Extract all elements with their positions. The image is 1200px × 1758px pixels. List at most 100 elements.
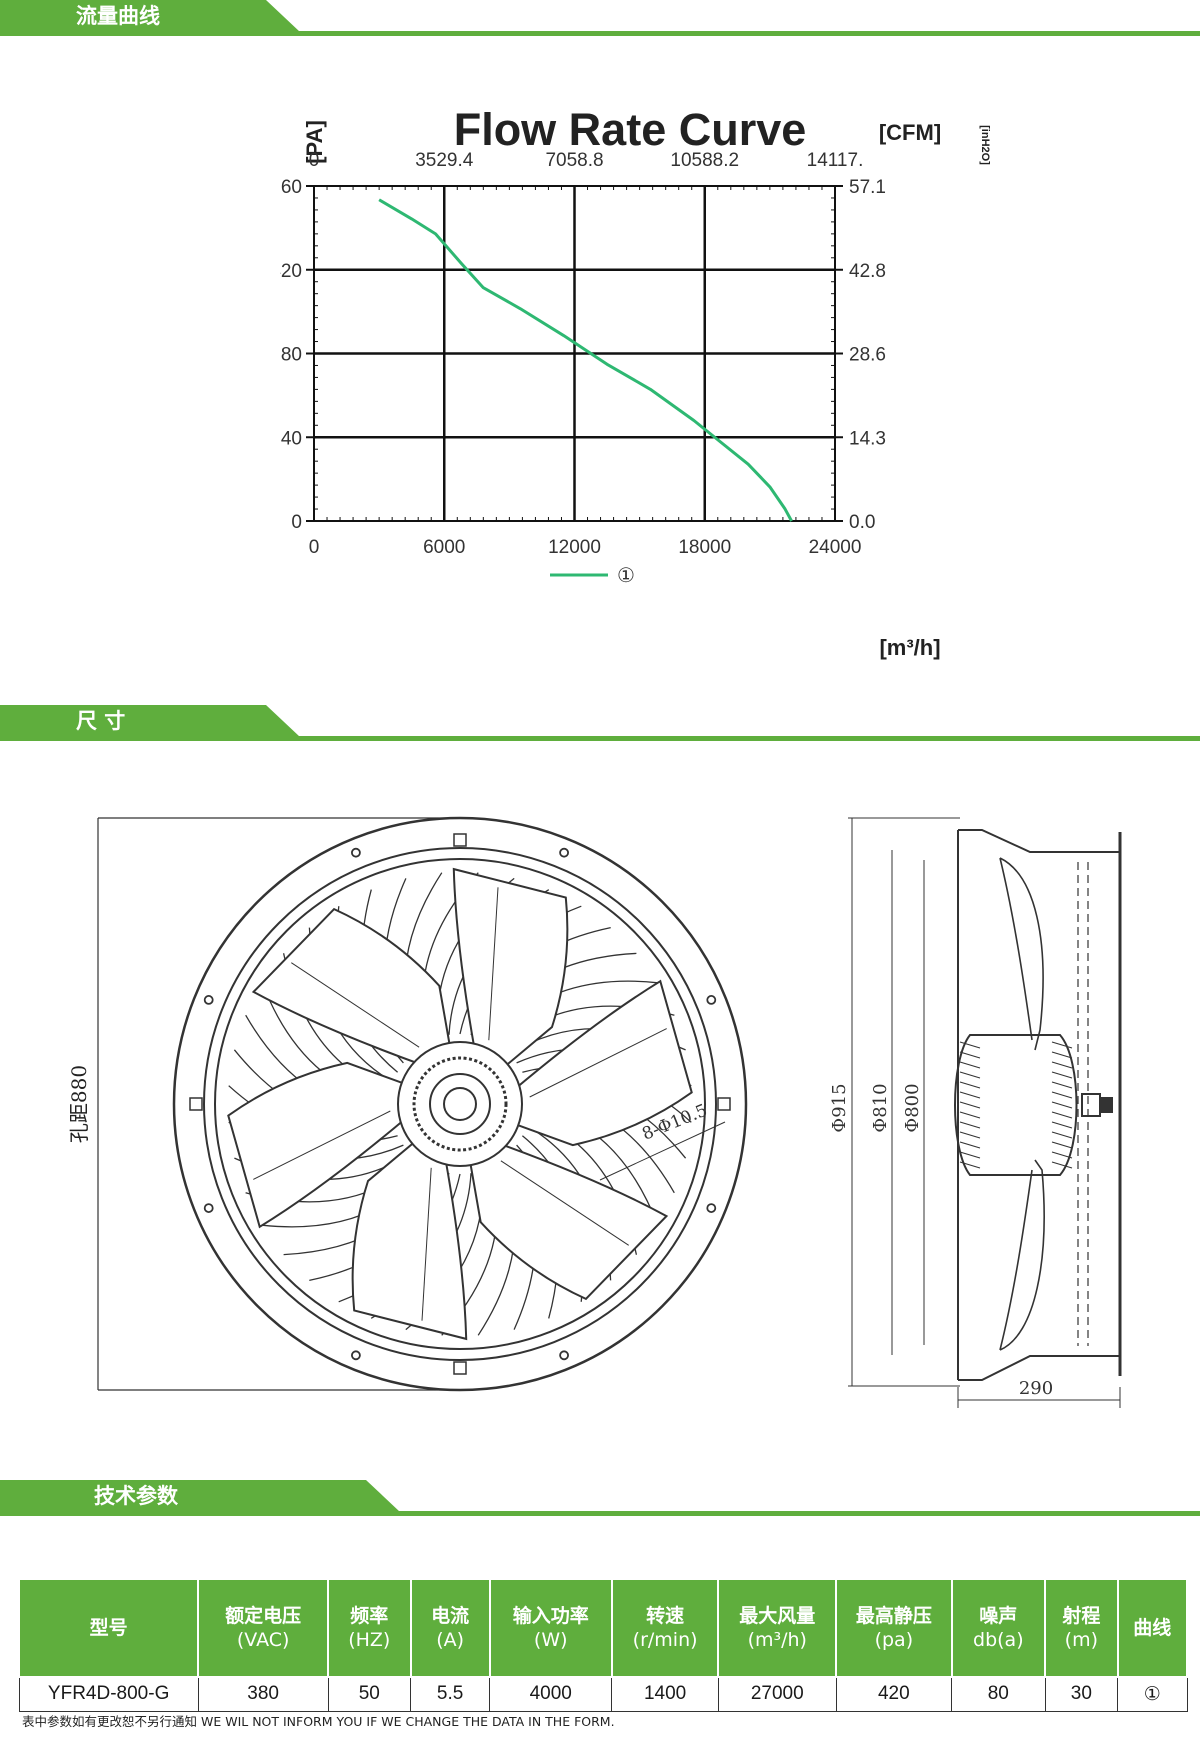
x-tick-label-top: 10588.2 (670, 150, 739, 171)
motor-fin (1051, 1071, 1073, 1079)
cell-power: 4000 (489, 1676, 613, 1712)
x-tick-label-top: 7058.8 (545, 150, 603, 171)
motor-fin (959, 1081, 981, 1089)
y-axis-label-right: [inH2O] (979, 125, 991, 165)
x-axis-label-top: [CFM] (879, 120, 941, 145)
bracket-mount (189, 1097, 203, 1111)
cell-speed: 1400 (611, 1676, 719, 1712)
fan-blade (227, 1061, 408, 1229)
motor-hub-mid (412, 1056, 508, 1152)
section-rule (0, 736, 1200, 741)
mount-hole (559, 847, 569, 858)
section-header-flow: 流量曲线 (0, 0, 1200, 36)
y-tick-label-left: 280 (280, 345, 302, 366)
blade-side-profile (999, 857, 1045, 1351)
mount-hole (203, 1203, 214, 1213)
motor-fin (1051, 1051, 1073, 1059)
y-tick-label-left: 140 (280, 428, 302, 449)
y-tick-label-right: 57.1 (849, 177, 886, 198)
footnote: 表中参数如有更改恕不另行通知 WE WIL NOT INFORM YOU IF … (22, 1714, 615, 1729)
y-axis-label-left: [PA] (302, 120, 327, 164)
x-tick-label-bottom: 0 (309, 537, 320, 558)
fan-blade (512, 979, 693, 1147)
blade-edge-line (488, 887, 499, 1041)
mount-hole (706, 1203, 717, 1213)
y-tick-label-left: 0 (291, 512, 302, 533)
fan-blade (251, 907, 452, 1066)
x-tick-label-top: 0 (309, 150, 320, 171)
motor-fin (959, 1051, 981, 1059)
y-tick-label-right: 0.0 (849, 512, 875, 533)
y-tick-label-left: 420 (280, 261, 302, 282)
x-tick-label-bottom: 12000 (548, 537, 601, 558)
section-title-flow: 流量曲线 (76, 4, 160, 28)
x-tick-label-bottom: 24000 (809, 537, 862, 558)
header-range: 射程(m) (1044, 1578, 1119, 1678)
cell-range: 30 (1044, 1676, 1119, 1712)
cell-airflow: 27000 (717, 1676, 837, 1712)
header-pressure: 最高静压(pa) (835, 1578, 953, 1678)
y-tick-label-right: 14.3 (849, 428, 886, 449)
header-frequency: 频率(HZ) (327, 1578, 412, 1678)
mount-hole (351, 1350, 361, 1361)
fan-blade (351, 1139, 468, 1341)
legend-label: ① (617, 563, 635, 587)
motor-fin (1051, 1141, 1073, 1149)
section-title-tech: 技术参数 (94, 1484, 178, 1508)
fan-front-view-drawing: 孔距880 8-Φ10.5 (67, 816, 748, 1392)
motor-fin (1051, 1081, 1073, 1089)
chart-ticks: 0 6000 12000 18000 24000 0 3529.4 7058.8 10588.2… (280, 150, 886, 558)
chart-grid (313, 185, 836, 522)
fan-side-view-drawing: Φ915 Φ810 Φ800 290 (829, 817, 1122, 1408)
depth-290-label: 290 (1019, 1378, 1053, 1399)
mount-holes (189, 833, 731, 1375)
shaft-end (1099, 1097, 1113, 1113)
blade-edge-line (529, 1028, 667, 1098)
x-tick-label-bottom: 6000 (423, 537, 465, 558)
header-model: 型号 (17, 1578, 200, 1678)
motor-fin (959, 1041, 981, 1049)
motor-hub-inner (429, 1073, 491, 1135)
chart-title: Flow Rate Curve (454, 104, 807, 155)
y-tick-label-right: 42.8 (849, 261, 886, 282)
series-line (378, 198, 793, 522)
flange-ring (203, 847, 717, 1361)
motor-fin (1051, 1121, 1073, 1129)
motor-fin (959, 1161, 981, 1169)
leader-line (599, 1121, 726, 1181)
motor-fin (1051, 1111, 1073, 1119)
motor-fin (1051, 1131, 1073, 1139)
section-tab-dims: 尺 寸 (0, 705, 300, 737)
header-curve: 曲线 (1116, 1578, 1189, 1678)
mount-hole (706, 995, 717, 1005)
motor-fin (959, 1121, 981, 1129)
cell-frequency: 50 (327, 1676, 412, 1712)
bracket-mount (717, 1097, 731, 1111)
header-power: 输入功率(W) (488, 1578, 613, 1678)
section-header-tech: 技术参数 (0, 1480, 1200, 1516)
spec-table: 型号 额定电压(VAC) 频率(HZ) 电流(A) 输入功率(W) 转速(r/m… (17, 1578, 1189, 1712)
hole-spacing-label: 孔距880 (67, 1065, 91, 1143)
diameter-915-label: Φ915 (829, 1083, 850, 1132)
x-tick-label-top: 3529.4 (415, 150, 474, 171)
venturi-ring (214, 858, 706, 1350)
outer-ring (172, 816, 748, 1392)
section-rule (0, 1511, 1200, 1516)
y-tick-label-left: 560 (280, 177, 302, 198)
flow-rate-chart: Flow Rate Curve [PA] [CFM] [inH2O] [m³/h… (280, 104, 991, 660)
x-tick-label-bottom: 18000 (678, 537, 731, 558)
mount-hole (203, 995, 214, 1005)
cell-noise: 80 (951, 1676, 1046, 1712)
bracket-mount (453, 1361, 467, 1375)
motor-fin (1051, 1101, 1073, 1109)
x-tick-label-top: 14117. (807, 150, 864, 171)
cell-current: 5.5 (410, 1676, 491, 1712)
motor-fins (959, 1041, 1073, 1169)
section-title-dims: 尺 寸 (76, 709, 126, 733)
cell-pressure: 420 (835, 1676, 953, 1712)
blade-edge-line (291, 962, 420, 1048)
blade-edge-line (253, 1110, 391, 1180)
motor-fin (959, 1151, 981, 1159)
fan-blade (452, 867, 569, 1069)
